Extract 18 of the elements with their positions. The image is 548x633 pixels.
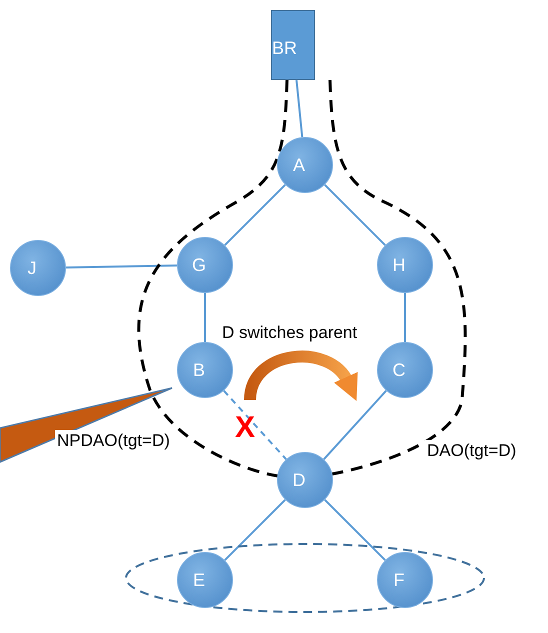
link-line — [66, 264, 178, 268]
dashed-route-line — [328, 80, 467, 476]
dashed-link-line — [223, 390, 287, 460]
link-line — [296, 80, 304, 138]
dashed-ellipse — [125, 543, 485, 613]
link-line — [224, 499, 286, 561]
edge-label: DAO(tgt=D) — [425, 440, 518, 462]
square-node: BR — [271, 10, 315, 80]
annotation-text: D switches parent — [222, 322, 358, 344]
link-line — [324, 499, 386, 561]
cross-mark: X — [235, 413, 256, 443]
link-line — [404, 293, 406, 342]
link-line — [324, 184, 386, 246]
link-line — [224, 184, 286, 246]
link-line — [323, 390, 387, 460]
edge-label: NPDAO(tgt=D) — [55, 430, 172, 452]
dashed-route-line — [137, 80, 288, 478]
link-line — [204, 293, 206, 342]
